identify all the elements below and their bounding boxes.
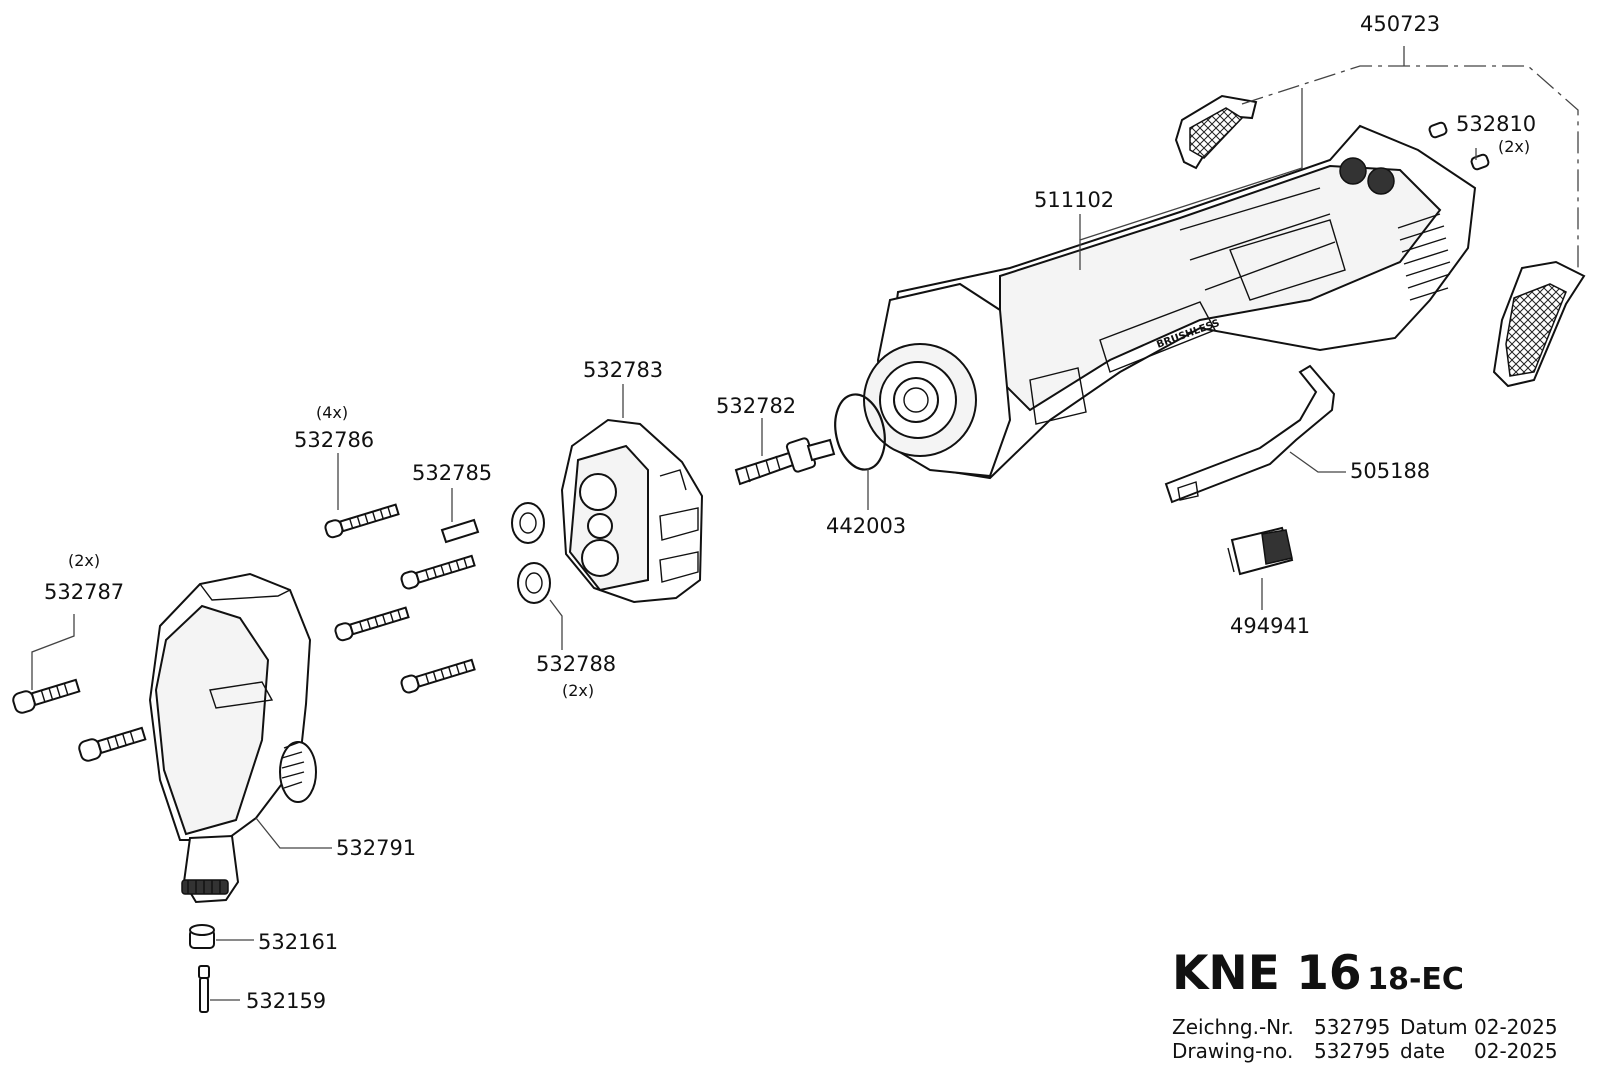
part-label-532159: 532159 <box>246 989 327 1013</box>
punch-532159 <box>198 965 210 1013</box>
part-label-505188: 505188 <box>1350 459 1431 483</box>
drawing-label-en: Drawing-no. <box>1172 1039 1294 1063</box>
part-label-494941: 494941 <box>1230 614 1311 638</box>
motor-housing: BRUSHLESS <box>863 124 1477 480</box>
part-label-532787: 532787 <box>44 580 125 604</box>
drawing-label-de: Zeichng.-Nr. <box>1172 1015 1294 1039</box>
part-label-511102: 511102 <box>1034 188 1115 212</box>
gear-housing-532783 <box>560 418 704 604</box>
part-label-532786: 532786 <box>294 428 375 452</box>
die-532161 <box>189 924 215 949</box>
clip-505188 <box>1164 364 1336 504</box>
vent-cover-upper <box>1174 94 1258 170</box>
bearing-532788 <box>511 502 551 604</box>
part-label-532810: 532810 <box>1456 112 1537 136</box>
date-value-de: 02-2025 <box>1474 1015 1558 1039</box>
switch-494941 <box>1227 526 1294 576</box>
part-label-532161: 532161 <box>258 930 339 954</box>
screw-532786 <box>324 503 476 694</box>
qty-label-532787: (2x) <box>68 551 101 570</box>
pin-532785 <box>440 518 480 544</box>
part-label-450723: 450723 <box>1360 12 1441 36</box>
date-label-de: Datum <box>1400 1015 1468 1039</box>
qty-label-532788: (2x) <box>562 681 595 700</box>
part-label-532782: 532782 <box>716 394 797 418</box>
model-sub: 18-EC <box>1367 962 1464 997</box>
qty-label-532810: (2x) <box>1498 137 1531 156</box>
part-label-532791: 532791 <box>336 836 417 860</box>
drawing-number-en: 532795 <box>1314 1039 1391 1063</box>
cutting-head-532791 <box>148 572 317 904</box>
drawing-number-de: 532795 <box>1314 1015 1391 1039</box>
model-main: KNE 16 <box>1172 946 1362 1001</box>
qty-label-532786: (4x) <box>316 403 349 422</box>
drawing-info-en: Drawing-no. 532795 date 02-2025 <box>1172 1039 1592 1063</box>
screw-532787 <box>12 678 147 762</box>
part-label-532788: 532788 <box>536 652 617 676</box>
part-label-532785: 532785 <box>412 461 493 485</box>
vent-cover-lower <box>1492 260 1586 388</box>
part-label-442003: 442003 <box>826 514 907 538</box>
drive-shaft-532782 <box>734 437 836 486</box>
leader-lines <box>31 46 1579 1001</box>
part-label-532783: 532783 <box>583 358 664 382</box>
model-name: KNE 16 18-EC <box>1172 950 1592 997</box>
date-value-en: 02-2025 <box>1474 1039 1558 1063</box>
date-label-en: date <box>1400 1039 1446 1063</box>
